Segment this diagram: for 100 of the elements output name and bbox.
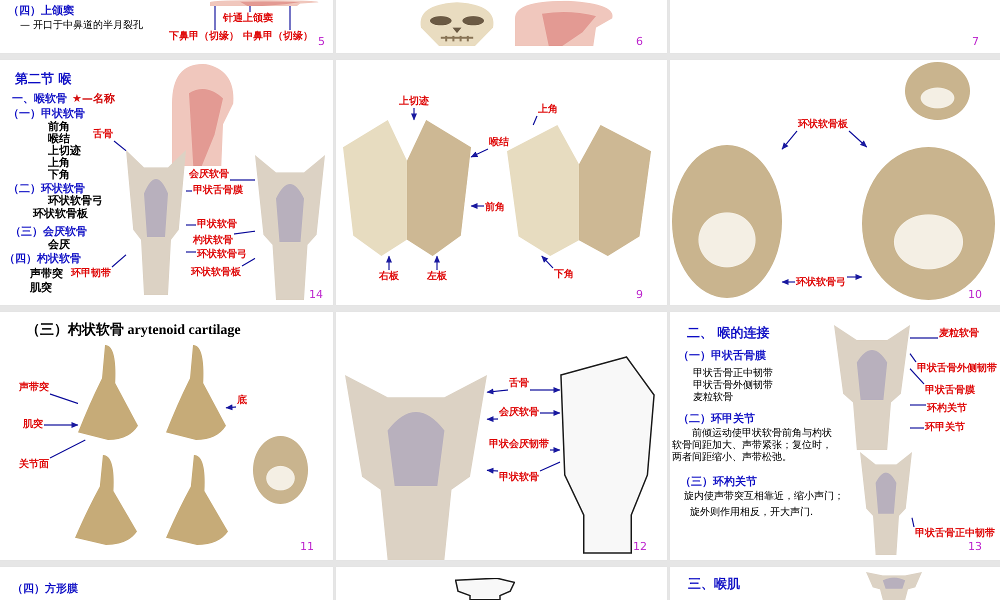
leader-line xyxy=(782,279,795,285)
leader-line xyxy=(848,130,868,148)
slide-text: （四）方形膜 xyxy=(12,582,78,595)
anatomy-label: 会厌软骨 xyxy=(188,168,230,181)
leader-line xyxy=(186,251,196,253)
slide-panel xyxy=(670,567,1000,600)
slide-panel xyxy=(336,312,667,560)
leader-line xyxy=(782,130,798,150)
leader-line xyxy=(50,439,86,459)
slide-panel xyxy=(336,0,667,53)
slide-text: （四）杓状软骨 xyxy=(4,252,81,265)
leader-line xyxy=(910,353,916,362)
slide-text: 声带突 xyxy=(30,268,63,280)
leader-line xyxy=(541,256,554,268)
slide-text: 第二节 喉 xyxy=(15,72,72,88)
larynx-drawing xyxy=(834,325,910,450)
anatomy-label: 甲状会厌韧带 xyxy=(488,438,550,451)
slide-text: 旋内使声带突互相靠近，缩小声门； xyxy=(684,491,844,503)
anatomy-label: 甲状舌骨正中韧带 xyxy=(914,527,996,540)
leader-line xyxy=(242,258,256,267)
larynx-drawing xyxy=(866,572,922,600)
page-number: 9 xyxy=(636,288,643,301)
thyroid-cartilage-drawing xyxy=(343,120,471,256)
anatomy-label: 环甲韧带 xyxy=(70,267,112,280)
larynx-drawing xyxy=(126,150,186,295)
leader-line xyxy=(289,6,291,30)
slide-text: 上角 xyxy=(48,157,70,169)
anatomy-label: 环甲关节 xyxy=(924,421,966,434)
slide-panel xyxy=(336,60,667,305)
leader-line xyxy=(910,337,938,339)
leader-line xyxy=(50,393,78,404)
anatomy-label: 甲状舌骨膜 xyxy=(924,384,976,397)
slide-panel xyxy=(0,567,333,600)
page-number: 12 xyxy=(633,540,647,553)
leader-line xyxy=(114,140,126,152)
leader-line xyxy=(530,387,560,393)
leader-line xyxy=(532,116,538,126)
leader-line xyxy=(910,404,926,406)
slide-panel xyxy=(0,60,333,305)
slide-text: 一、喉软骨 xyxy=(12,92,67,105)
leader-line xyxy=(386,256,392,270)
leader-line xyxy=(550,447,560,453)
leader-line xyxy=(226,404,236,410)
page-number: 5 xyxy=(318,35,325,48)
anatomy-label: 麦粒软骨 xyxy=(938,327,980,340)
larynx-drawing xyxy=(255,155,325,300)
leader-line xyxy=(186,224,196,226)
cricoid-cartilage-drawing xyxy=(862,147,995,300)
anatomy-label: 环状软骨弓 xyxy=(196,248,248,261)
cricoid-cartilage-drawing xyxy=(905,62,970,120)
anatomy-label: 环状软骨弓 xyxy=(795,276,847,289)
anatomy-label: 上切迹 xyxy=(398,95,430,108)
page-number: 10 xyxy=(968,288,982,301)
slide-text: 环状软骨板 xyxy=(33,208,88,220)
slide-text: （二）环甲关节 xyxy=(678,412,755,425)
slide-text: （三）会厌软骨 xyxy=(10,225,87,238)
slide-text: 甲状舌骨外侧韧带 xyxy=(693,380,773,392)
slide-panel xyxy=(0,312,333,560)
thyroid-cartilage-drawing xyxy=(507,125,651,256)
anatomy-label: 甲状软骨 xyxy=(196,218,238,231)
cricoid-cartilage-drawing xyxy=(253,436,308,504)
leader-line xyxy=(230,179,255,181)
leader-line xyxy=(44,422,78,428)
slide-text: 甲状舌骨正中韧带 xyxy=(693,368,773,380)
arytenoid-cartilage-drawing xyxy=(78,345,138,440)
anatomy-label: 环状软骨板 xyxy=(190,266,242,279)
slide-panel xyxy=(670,60,1000,305)
slide-text: （四）上颌窦 xyxy=(8,4,74,17)
page-number: 7 xyxy=(972,35,979,48)
anatomy-label: 环状软骨板 xyxy=(797,118,849,131)
slide-panel xyxy=(670,312,1000,560)
slide-text: 麦粒软骨 xyxy=(693,392,733,404)
leader-line xyxy=(911,518,915,528)
slide-text: （二）环状软骨 xyxy=(8,182,85,195)
page-number: 6 xyxy=(636,35,643,48)
slide-text: 二、 喉的连接 xyxy=(687,326,770,342)
slide-text: （三）杓状软骨 arytenoid cartilage xyxy=(26,322,241,340)
page-number: 14 xyxy=(309,288,323,301)
cricoid-cartilage-drawing xyxy=(672,145,782,298)
leader-line xyxy=(249,6,251,12)
anatomy-label: 甲状舌骨外侧韧带 xyxy=(916,362,998,375)
slide-panel xyxy=(336,567,667,600)
anatomy-label: 上角 xyxy=(537,103,559,116)
anatomy-label: 中鼻甲（切缘） xyxy=(242,30,314,43)
slide-text: 前倾运动使甲状软骨前角与杓状软骨间距加大、声带紧张；复位时，两者间距缩小、声带松弛。 xyxy=(672,428,833,464)
arytenoid-cartilage-drawing xyxy=(166,345,226,440)
leader-line xyxy=(486,388,508,394)
slide-text: （三）环杓关节 xyxy=(680,475,757,488)
slide-text: 前角 xyxy=(48,121,70,133)
anatomy-label: 左板 xyxy=(426,270,448,283)
larynx-line-drawing xyxy=(560,355,655,555)
leader-line xyxy=(186,190,192,192)
slide-text: ★—名称 xyxy=(72,92,115,105)
leader-line xyxy=(910,427,924,429)
leader-line xyxy=(214,6,216,30)
arytenoid-cartilage-drawing xyxy=(75,455,137,545)
anatomy-label: 底 xyxy=(236,394,248,407)
slide-text: 旋外则作用相反，开大声门. xyxy=(690,507,814,519)
leader-line xyxy=(470,203,484,209)
page-number: 13 xyxy=(968,540,982,553)
